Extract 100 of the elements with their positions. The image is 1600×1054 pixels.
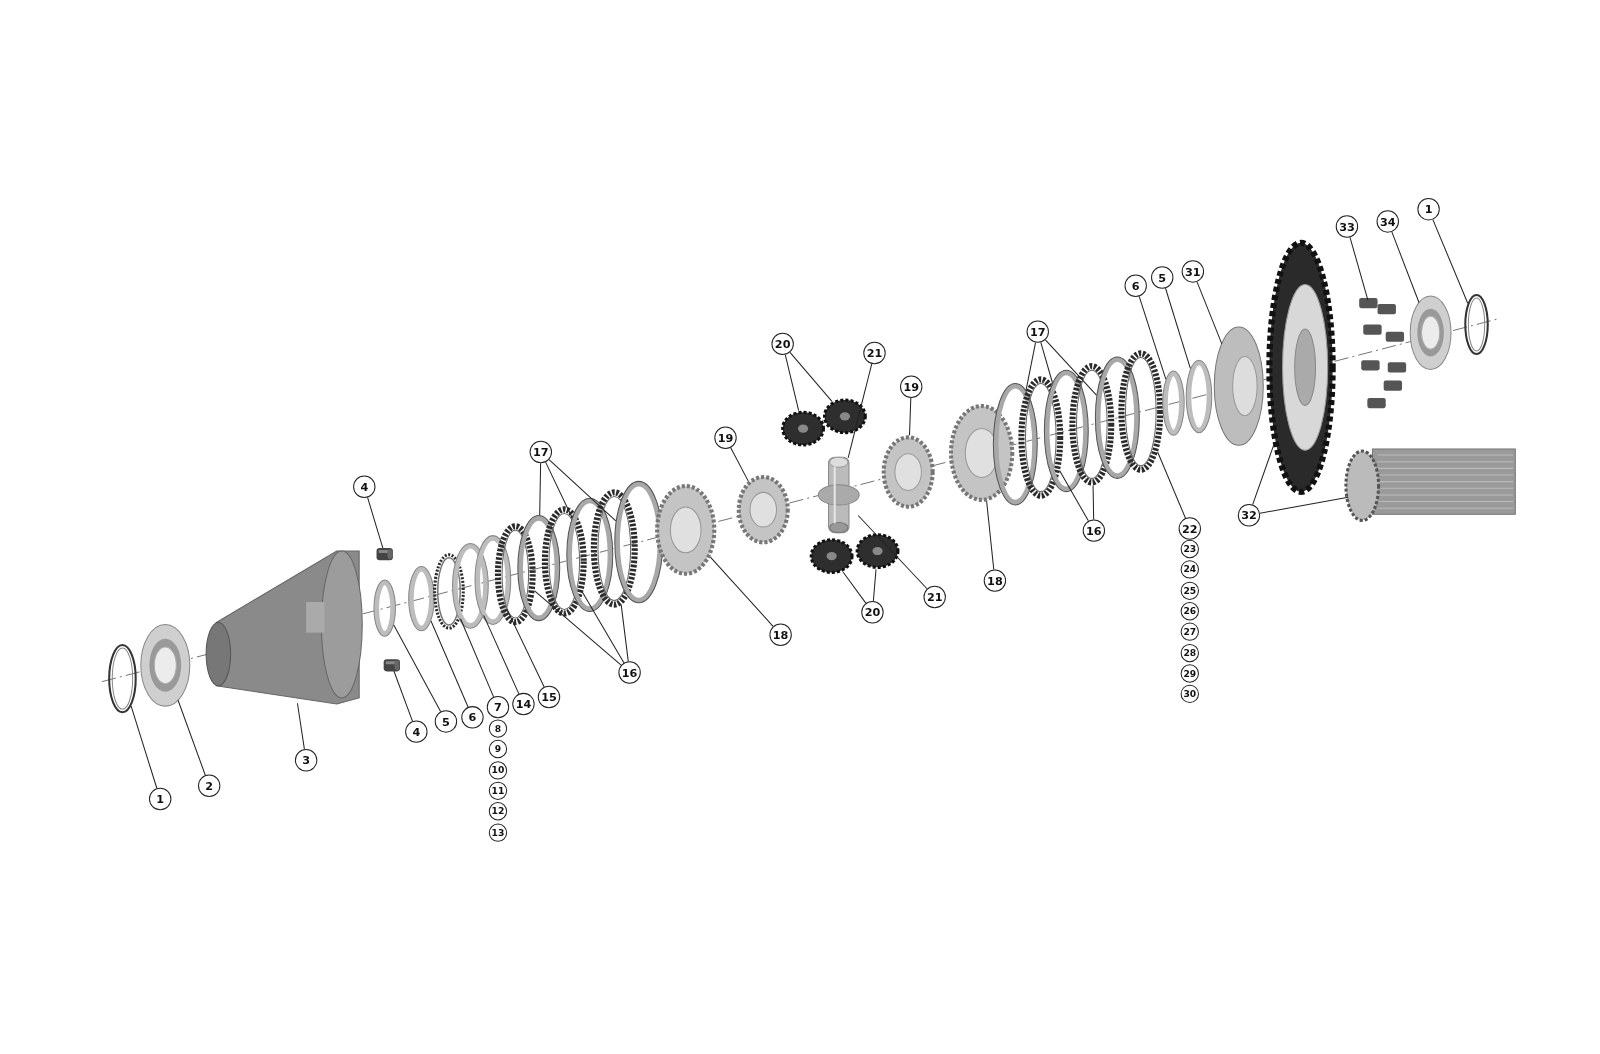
bearing-drawing [140, 624, 191, 707]
side-gear-drawing [881, 435, 935, 509]
leader-line [1157, 451, 1186, 519]
leader-line [709, 556, 774, 627]
ring-drawing [433, 553, 465, 630]
callout-number: 8 [488, 719, 508, 738]
leader-line [1092, 484, 1095, 520]
washer-drawing [452, 543, 489, 629]
cover-drawing [1213, 326, 1264, 446]
pressure-ring-drawing [655, 483, 717, 576]
leader-line [534, 590, 622, 666]
callout-number: 13 [488, 823, 508, 842]
washer-drawing [1185, 359, 1213, 434]
cross-shaft-drawing [817, 456, 860, 534]
callout-number: 6 [461, 706, 484, 729]
bolts-drawing [1359, 297, 1407, 409]
pinion-shaft-drawing [1344, 448, 1516, 522]
friction-disc-drawing [1018, 376, 1064, 499]
callout-number: 16 [618, 661, 641, 684]
callout-number: 9 [488, 739, 508, 759]
leader-line [460, 618, 495, 698]
callout-number: 11 [488, 781, 508, 800]
bearing-drawing [1409, 295, 1452, 370]
callout-number: 28 [1180, 643, 1199, 663]
leader-line [545, 461, 573, 519]
callout-number: 30 [1180, 684, 1199, 704]
callout-number: 33 [1335, 215, 1359, 238]
leader-line [986, 500, 995, 570]
leader-line [582, 592, 625, 664]
friction-disc-drawing [1069, 363, 1115, 486]
callout-number: 3 [294, 749, 318, 772]
pinion-gear-drawing [855, 533, 900, 569]
leader-line [730, 447, 749, 482]
leader-line [1165, 287, 1191, 369]
snap-ring-drawing [1464, 293, 1489, 356]
callout-number: 21 [863, 341, 886, 365]
clutch-plate-drawing [1043, 369, 1089, 493]
leader-line [1349, 236, 1369, 301]
leader-line [1040, 341, 1053, 384]
callout-number: 25 [1180, 581, 1199, 600]
clutch-plate-drawing [614, 480, 664, 604]
callout-number: 20 [861, 601, 884, 624]
housing-drawing [205, 550, 363, 705]
snap-ring-drawing [108, 643, 137, 714]
clutch-plate-drawing [1094, 356, 1140, 479]
callout-number: 4 [353, 475, 376, 498]
callout-number: 21 [923, 585, 946, 609]
leader-line [393, 670, 413, 722]
clutch-plate-drawing [992, 382, 1038, 506]
callout-number: 1 [149, 787, 172, 811]
callout-number: 19 [714, 426, 737, 449]
callout-number: 2 [197, 774, 221, 797]
pinion-gear-drawing [822, 398, 867, 435]
callout-number: 15 [537, 685, 561, 709]
leader-line [506, 608, 545, 688]
leader-line [296, 702, 305, 750]
leader-line [857, 515, 928, 590]
washer-drawing [474, 535, 512, 625]
leader-line [842, 571, 867, 604]
callout-number: 22 [1178, 517, 1201, 540]
leader-line [483, 614, 520, 695]
side-gear-drawing [736, 475, 790, 545]
callout-number: 5 [1151, 266, 1174, 289]
leader-line [539, 462, 542, 516]
pin-drawing [376, 547, 393, 561]
friction-disc-drawing [590, 489, 638, 608]
callout-number: 10 [488, 761, 508, 780]
friction-disc-drawing [541, 506, 587, 617]
leader-line [1044, 339, 1097, 396]
pinion-gear-drawing [809, 538, 854, 574]
leader-line [430, 620, 469, 708]
leader-line [1432, 219, 1469, 304]
leader-line [789, 351, 833, 402]
ring-gear-drawing [1266, 239, 1336, 495]
callout-number: 6 [1124, 274, 1147, 297]
callout-number: 12 [488, 802, 508, 821]
clutch-plate-drawing [566, 497, 614, 612]
leader-line [784, 354, 800, 411]
callout-number: 20 [771, 332, 794, 356]
callout-number: 31 [1181, 260, 1205, 283]
leader-line [1259, 496, 1349, 514]
leader-line [909, 397, 912, 436]
callout-number: 4 [405, 720, 428, 743]
callout-number: 27 [1180, 622, 1199, 641]
callout-number: 29 [1180, 664, 1199, 683]
callout-number: 16 [1082, 519, 1106, 542]
callout-number: 18 [983, 569, 1007, 592]
pinion-gear-drawing [781, 410, 825, 447]
callout-number: 17 [1026, 320, 1049, 343]
friction-disc-drawing [1118, 350, 1164, 473]
leader-line [1138, 295, 1167, 380]
leader-line [177, 699, 206, 776]
callout-number: 23 [1180, 539, 1199, 559]
leader-line [548, 459, 617, 522]
callout-number: 19 [900, 375, 923, 398]
callout-number: 24 [1180, 560, 1199, 579]
friction-disc-drawing [494, 523, 536, 626]
washer-drawing [1162, 370, 1185, 436]
callout-number: 7 [486, 695, 510, 719]
leader-line [130, 705, 158, 789]
